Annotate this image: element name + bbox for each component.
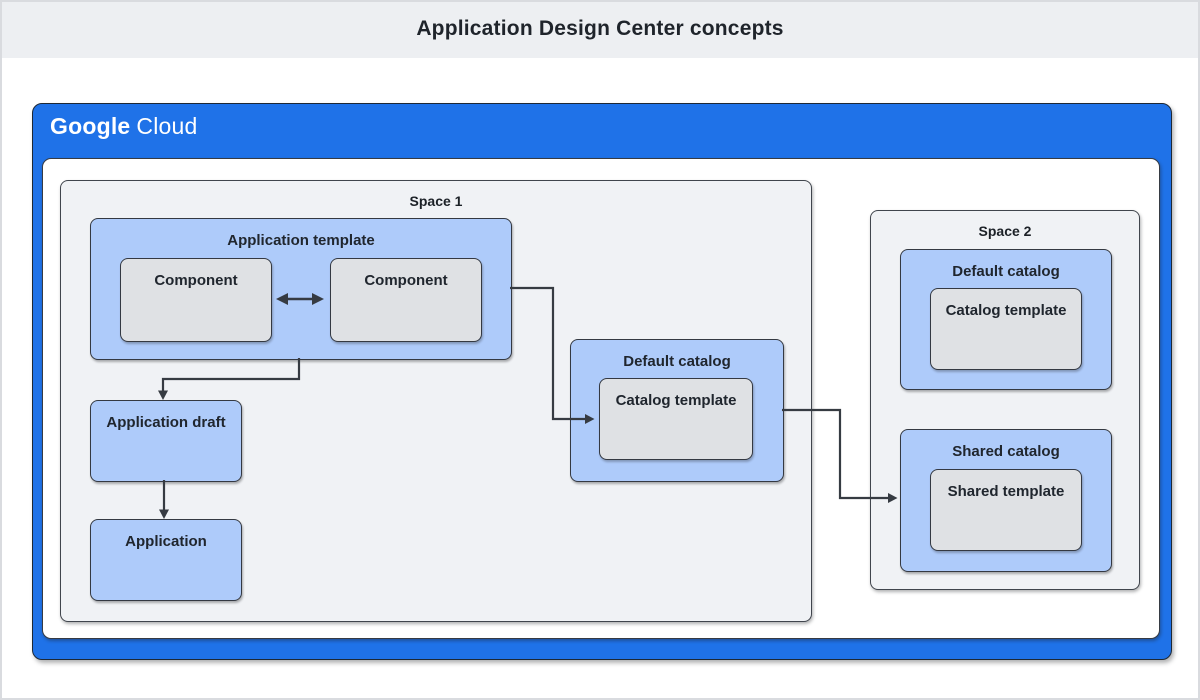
- google-logo-text: Google: [50, 113, 131, 139]
- application-box: Application: [90, 519, 242, 601]
- space2-label: Space 2: [978, 223, 1032, 239]
- cloud-logo-text: Cloud: [136, 113, 198, 139]
- application-draft-box: Application draft: [90, 400, 242, 482]
- application-template-label: Application template: [227, 232, 375, 249]
- component-box-1: Component: [120, 258, 272, 342]
- space1-catalog-template-label: Catalog template: [615, 392, 737, 409]
- shared-catalog-label: Shared catalog: [952, 443, 1060, 460]
- component-1-label: Component: [154, 272, 238, 289]
- space2-catalog-template-box: Catalog template: [930, 288, 1082, 370]
- space2-catalog-template-label: Catalog template: [945, 302, 1067, 319]
- shared-template-label: Shared template: [947, 483, 1065, 500]
- space1-default-catalog-label: Default catalog: [623, 353, 731, 370]
- space2-default-catalog-label: Default catalog: [952, 263, 1060, 280]
- application-label: Application: [125, 533, 207, 550]
- page-title: Application Design Center concepts: [416, 17, 784, 40]
- component-box-2: Component: [330, 258, 482, 342]
- component-2-label: Component: [364, 272, 448, 289]
- space1-catalog-template-box: Catalog template: [599, 378, 753, 460]
- space1-label: Space 1: [409, 193, 463, 209]
- application-draft-label: Application draft: [106, 414, 226, 431]
- shared-template-box: Shared template: [930, 469, 1082, 551]
- diagram-header: Application Design Center concepts: [0, 0, 1200, 58]
